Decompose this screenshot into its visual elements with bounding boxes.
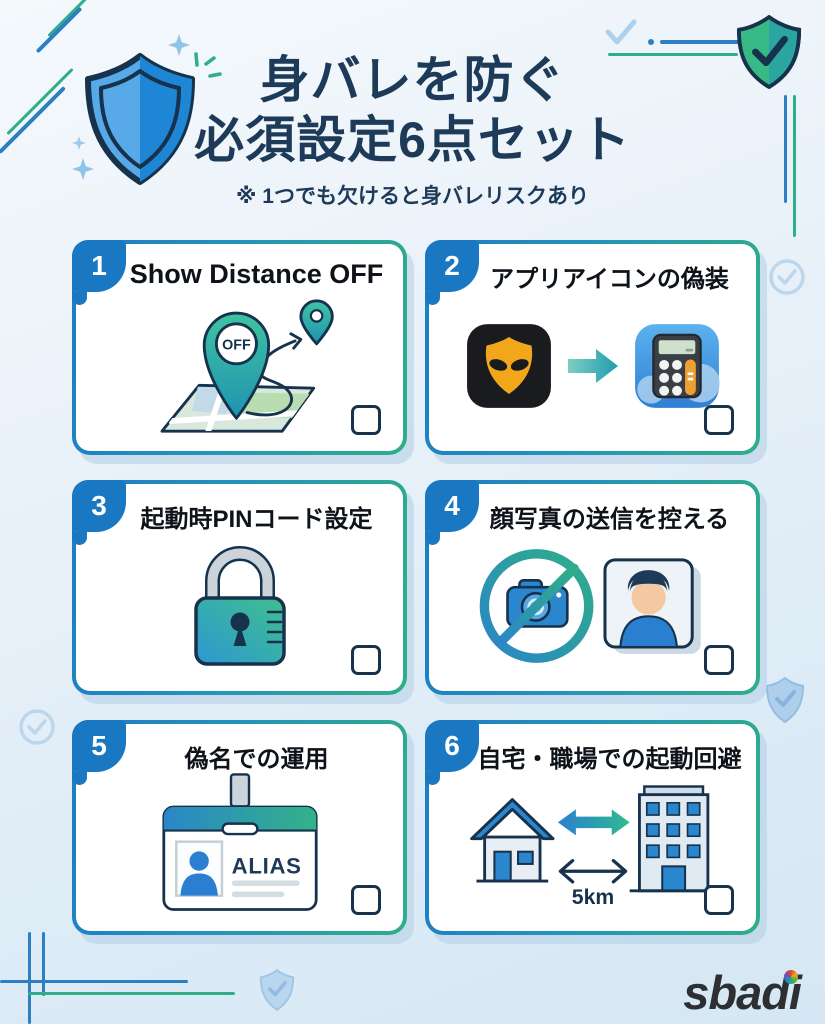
sparkle-icon [72, 136, 86, 150]
card-number-badge: 5 [72, 720, 126, 785]
pin-off-label: OFF [222, 337, 251, 353]
check-circle-icon [769, 259, 805, 295]
distance-label: 5km [571, 885, 613, 908]
card-number-badge: 6 [425, 720, 479, 785]
card-title: 顔写真の送信を控える [489, 506, 730, 533]
shield-check-icon [765, 676, 805, 724]
arrow-right-icon [567, 348, 618, 383]
checkbox[interactable] [704, 645, 734, 675]
decor-dot [648, 39, 654, 45]
check-mark-icon [605, 19, 637, 45]
card-title: 起動時PINコード設定 [140, 506, 373, 533]
check-circle-icon [19, 709, 55, 745]
decor-line [28, 932, 31, 1024]
alias-id-badge-icon: ALIAS [161, 772, 318, 911]
settings-card-grid: 1 Show Distance OFF [72, 240, 760, 935]
checkbox[interactable] [704, 885, 734, 915]
header: 身バレを防ぐ 必須設定6点セット ※ 1つでも欠けると身バレリスクあり [0, 50, 825, 210]
ray-dashes-icon [194, 52, 222, 78]
card-title: Show Distance OFF [129, 259, 384, 289]
decor-line [0, 980, 188, 983]
map-pin-off-icon: OFF [160, 299, 334, 433]
card-title: 自宅・職場での起動回避 [477, 746, 742, 773]
alias-label: ALIAS [231, 853, 301, 878]
green-shield-check-icon [736, 14, 802, 90]
card-number-badge: 2 [425, 240, 479, 305]
shield-check-icon [259, 968, 295, 1011]
sbadi-logo-text: sbadi [683, 966, 802, 1019]
checkbox[interactable] [704, 405, 734, 435]
checkbox[interactable] [351, 885, 381, 915]
decor-line [42, 932, 45, 996]
sparkle-icon [72, 158, 94, 180]
calculator-app-icon [634, 323, 720, 408]
decor-line [793, 95, 796, 237]
card-number-badge: 1 [72, 240, 126, 305]
card-avoid-home-work: 6 自宅・職場での起動回避 [425, 720, 760, 935]
card-title: 偽名での運用 [184, 746, 329, 773]
card-no-face-photo: 4 顔写真の送信を控える [425, 480, 760, 695]
decor-line [660, 40, 740, 44]
card-alias-operation: 5 偽名での運用 ALIAS [72, 720, 407, 935]
diagonal-line [35, 6, 83, 54]
card-pin-code: 3 起動時PINコード設定 [72, 480, 407, 695]
sbadi-logo: sbadi [683, 965, 802, 1020]
rainbow-dot-icon [784, 970, 798, 984]
home-work-distance-icon: 5km [469, 784, 718, 908]
page-subtitle: ※ 1つでも欠けると身バレリスクあり [236, 185, 589, 208]
grindr-app-icon [466, 323, 551, 408]
blue-shield-icon [85, 53, 195, 185]
checkbox[interactable] [351, 405, 381, 435]
pin-lock-icon [193, 545, 286, 666]
card-number-badge: 3 [72, 480, 126, 545]
decor-line [28, 992, 235, 995]
checkbox[interactable] [351, 645, 381, 675]
card-title: アプリアイコンの偽装 [490, 266, 729, 293]
sparkle-icon [168, 34, 190, 56]
card-show-distance-off: 1 Show Distance OFF [72, 240, 407, 455]
card-app-icon-disguise: 2 アプリアイコンの偽装 [425, 240, 760, 455]
decor-line [784, 95, 787, 203]
card-number-badge: 4 [425, 480, 479, 545]
no-face-photo-icon [479, 548, 701, 663]
page-title-line1: 身バレを防ぐ [259, 52, 566, 108]
page-title-line2: 必須設定6点セット [194, 112, 631, 168]
decor-line [608, 53, 738, 56]
